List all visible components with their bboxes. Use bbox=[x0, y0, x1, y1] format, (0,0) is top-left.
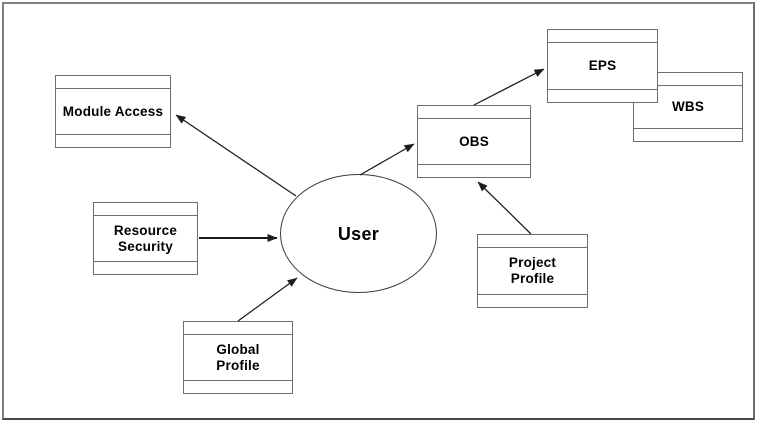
node-wbs-label: WBS bbox=[671, 99, 705, 114]
node-user-label: User bbox=[337, 223, 380, 244]
box-footer-compartment bbox=[418, 164, 530, 177]
node-obs: OBS bbox=[417, 105, 531, 178]
box-header-compartment bbox=[56, 76, 170, 89]
node-project-profile: Project Profile bbox=[477, 234, 588, 308]
box-footer-compartment bbox=[548, 89, 657, 102]
box-header-compartment bbox=[94, 203, 197, 216]
node-module-access: Module Access bbox=[55, 75, 171, 148]
box-footer-compartment bbox=[184, 380, 292, 393]
box-footer-compartment bbox=[56, 134, 170, 147]
box-footer-compartment bbox=[634, 128, 742, 141]
box-footer-compartment bbox=[94, 261, 197, 274]
node-global-profile: Global Profile bbox=[183, 321, 293, 394]
node-global-profile-label: Global Profile bbox=[216, 341, 260, 373]
node-project-profile-label: Project Profile bbox=[508, 255, 557, 286]
node-wbs: WBS bbox=[633, 72, 743, 142]
node-user: User bbox=[280, 174, 437, 293]
node-module-access-label: Module Access bbox=[62, 103, 164, 119]
box-header-compartment bbox=[478, 235, 587, 248]
node-resource-security: Resource Security bbox=[93, 202, 198, 275]
box-header-compartment bbox=[418, 106, 530, 119]
diagram-frame-border bbox=[2, 2, 755, 420]
node-eps-label: EPS bbox=[588, 58, 617, 73]
box-header-compartment bbox=[548, 30, 657, 43]
node-resource-security-label: Resource Security bbox=[113, 222, 178, 254]
box-footer-compartment bbox=[478, 294, 587, 307]
box-header-compartment bbox=[184, 322, 292, 335]
node-eps: EPS bbox=[547, 29, 658, 103]
box-header-compartment bbox=[634, 73, 742, 86]
node-obs-label: OBS bbox=[459, 133, 489, 149]
